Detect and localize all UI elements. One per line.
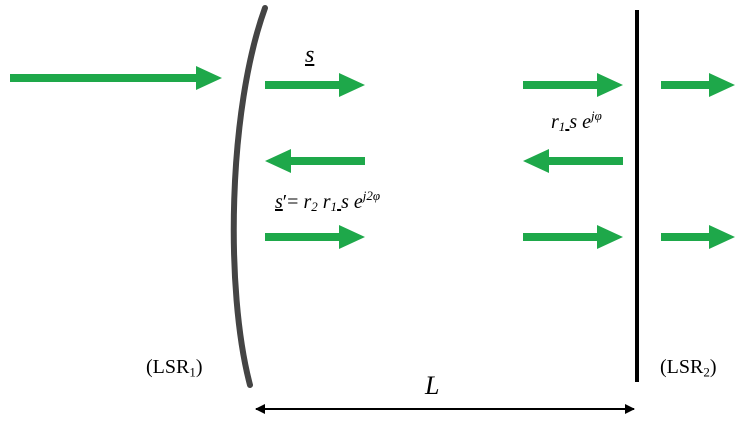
- field-s-label: s: [305, 42, 315, 68]
- arrow-s-prime-forward: [265, 225, 365, 249]
- arrow-back-from-mirror2: [523, 149, 623, 173]
- transmitted-arrow-2: [661, 225, 735, 249]
- incident-arrow: [10, 66, 222, 90]
- beam-arrows: [10, 66, 735, 249]
- arrow-back-left: [265, 149, 365, 173]
- right-mirror-label: (LSR2): [660, 356, 717, 380]
- arrow-s-forward: [265, 73, 365, 97]
- transmitted-arrow-1: [661, 73, 735, 97]
- arrow-forward-at-mirror2: [523, 73, 623, 97]
- field-r1s-label: r1 s ejφ: [551, 108, 602, 135]
- field-s-prime-label: s′= r2 r1 s ej2φ: [275, 188, 381, 215]
- left-curved-mirror: [230, 5, 268, 388]
- left-mirror-label: (LSR1): [146, 356, 203, 380]
- arrow-forward-at-mirror2-2: [523, 225, 623, 249]
- length-label: L: [425, 371, 440, 400]
